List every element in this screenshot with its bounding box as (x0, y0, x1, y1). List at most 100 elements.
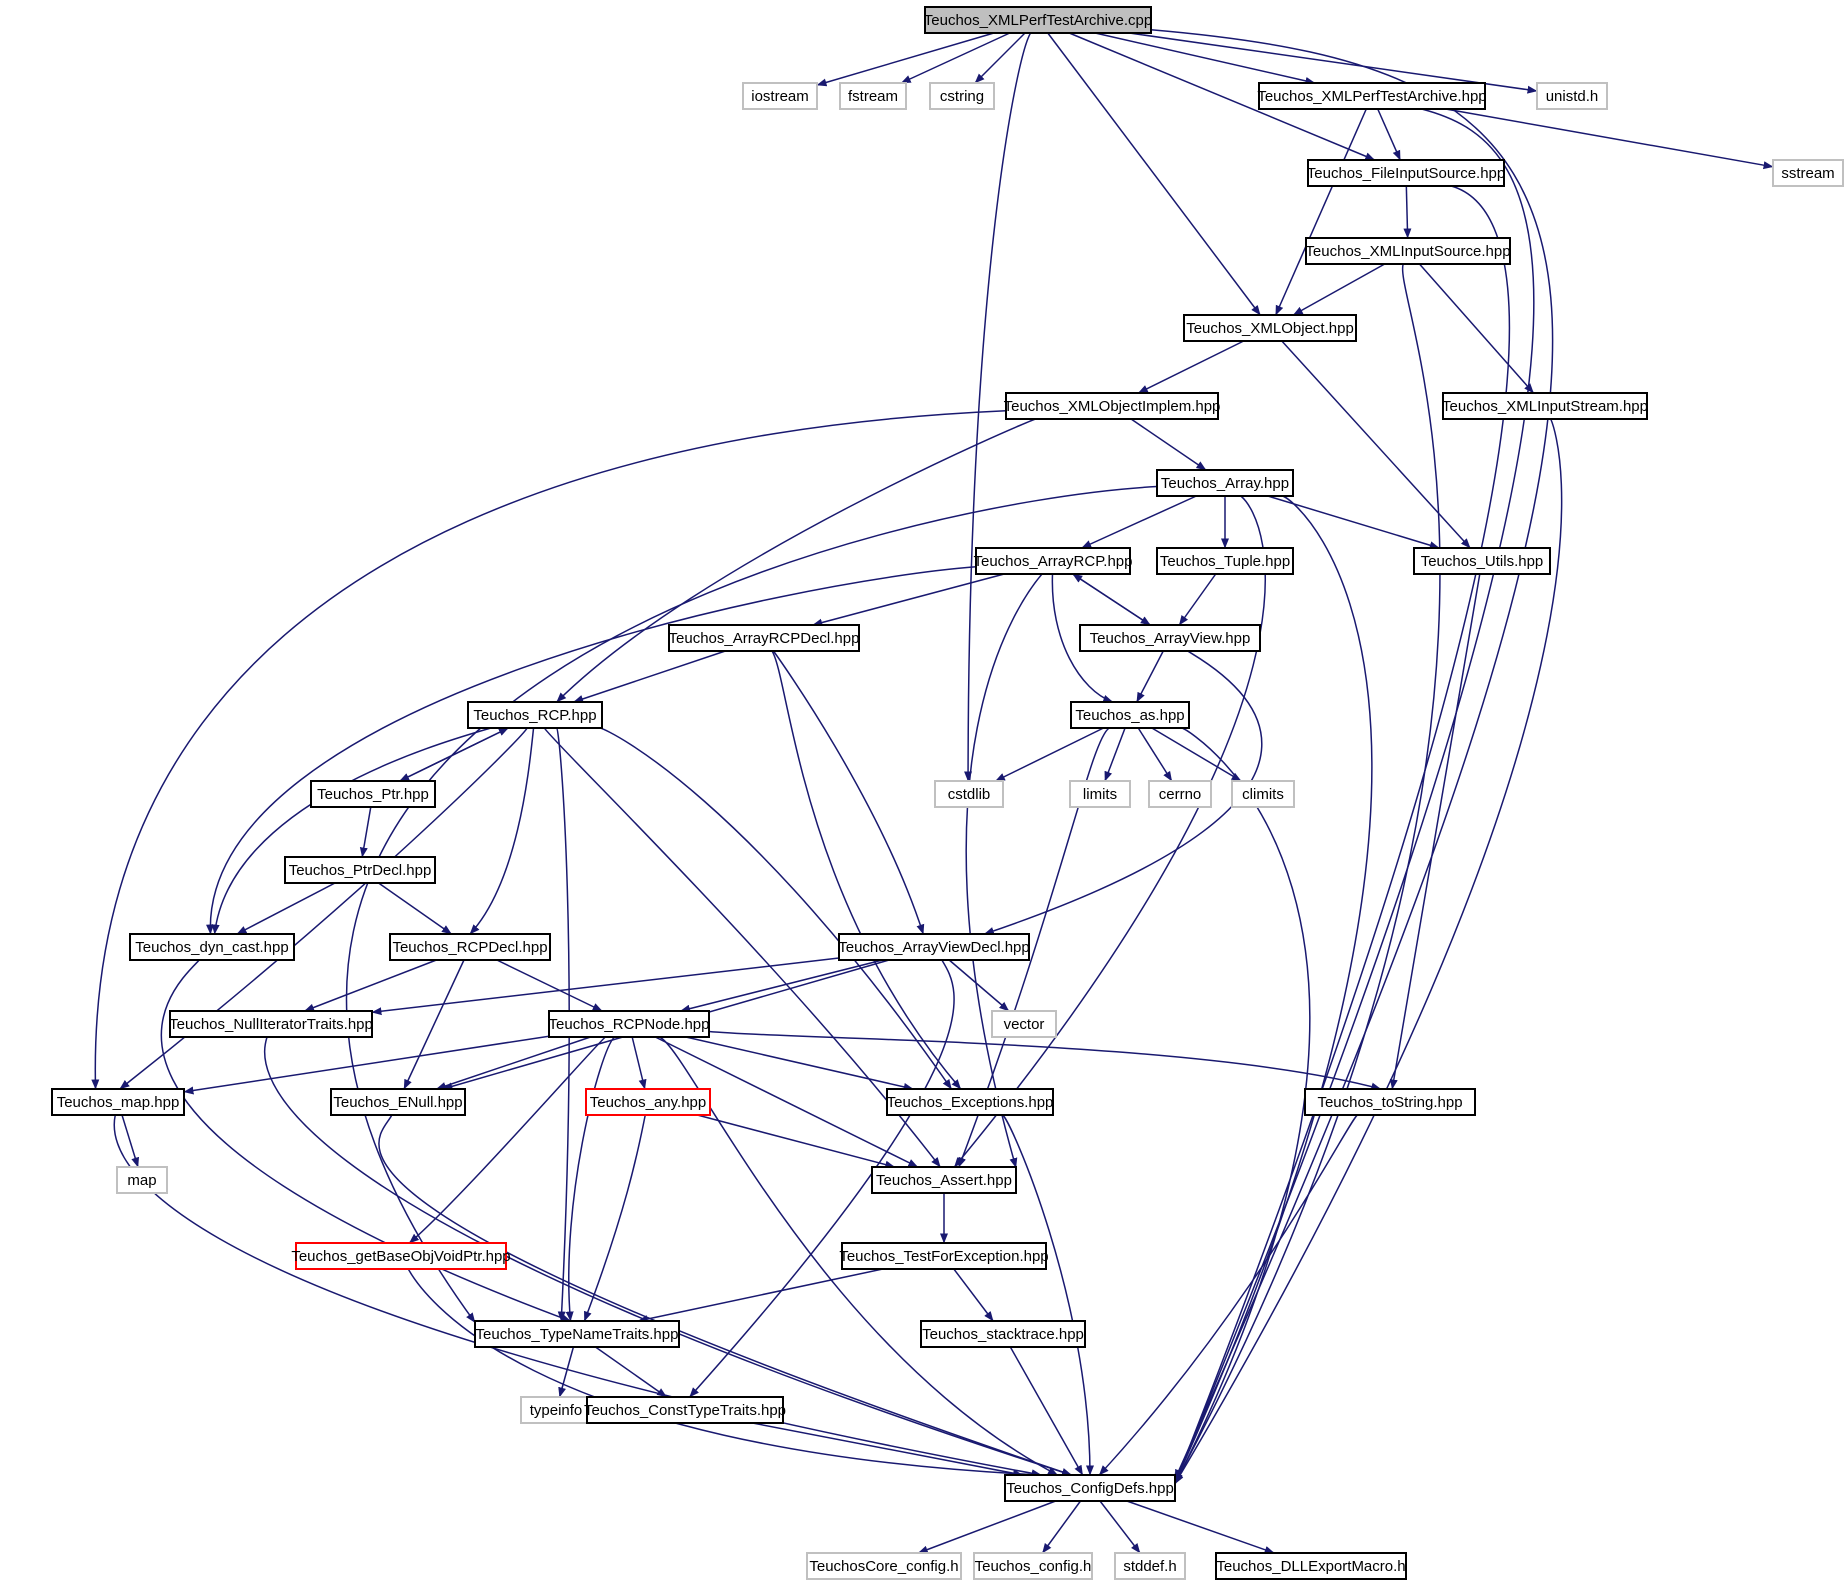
edge-xmlobjimpl-to-map (91, 410, 1007, 1090)
node-rcpdecl[interactable]: Teuchos_RCPDecl.hpp (389, 933, 551, 961)
node-xmlobjimpl[interactable]: Teuchos_XMLObjectImplem.hpp (1004, 392, 1221, 420)
node-box (975, 547, 1131, 575)
node-any[interactable]: Teuchos_any.hpp (585, 1088, 711, 1116)
node-label: Teuchos_Utils.hpp (1421, 553, 1544, 570)
edge-configdefs-to-config (1041, 1500, 1082, 1554)
node-xmlinputstream[interactable]: Teuchos_XMLInputStream.hpp (1442, 392, 1648, 420)
node-cstring: cstring (929, 82, 995, 110)
node-box (934, 780, 1004, 808)
edge-arrayrcpdecl-to-exceptions (771, 650, 962, 1090)
node-sstream: sstream (1772, 159, 1844, 187)
node-nulliter[interactable]: Teuchos_NullIteratorTraits.hpp (169, 1010, 373, 1038)
node-typename[interactable]: Teuchos_TypeNameTraits.hpp (474, 1320, 680, 1348)
node-label: Teuchos_ArrayRCP.hpp (974, 553, 1133, 570)
node-cerrno: cerrno (1148, 780, 1212, 808)
edge-arrayviewdecl-to-vector (948, 959, 1010, 1012)
edge-configdefs-to-dllexport (1126, 1500, 1275, 1554)
node-ptrdecl[interactable]: Teuchos_PtrDecl.hpp (284, 856, 436, 884)
node-exceptions[interactable]: Teuchos_Exceptions.hpp (886, 1088, 1054, 1116)
node-label: Teuchos_Array.hpp (1161, 475, 1289, 492)
edge-arrayviewdecl-to-rcpnode (680, 959, 883, 1013)
edge-as-to-limits (1104, 727, 1126, 782)
edge-arrayrcp-to-as (1051, 573, 1114, 703)
node-map[interactable]: Teuchos_map.hpp (51, 1088, 185, 1116)
node-enull[interactable]: Teuchos_ENull.hpp (330, 1088, 466, 1116)
node-utils[interactable]: Teuchos_Utils.hpp (1413, 547, 1551, 575)
edge-tuple-to-arrayview (1178, 573, 1217, 626)
edge-consttype-to-configdefs (752, 1422, 1023, 1478)
node-label: Teuchos_stacktrace.hpp (922, 1326, 1084, 1343)
node-label: Teuchos_TypeNameTraits.hpp (476, 1326, 679, 1343)
edge-arrayrcp-to-assert (965, 573, 1043, 1169)
node-dllexport[interactable]: Teuchos_DLLExportMacro.h (1215, 1552, 1407, 1580)
node-stacktrace[interactable]: Teuchos_stacktrace.hpp (920, 1320, 1086, 1348)
node-box (1005, 392, 1219, 420)
node-rcpnode[interactable]: Teuchos_RCPNode.hpp (548, 1010, 710, 1038)
node-box (1536, 82, 1608, 110)
node-stdmap: map (116, 1166, 168, 1194)
edge-any-to-typename (583, 1114, 646, 1322)
node-box (284, 856, 436, 884)
node-ptr[interactable]: Teuchos_Ptr.hpp (310, 780, 436, 808)
edge-fileinput-to-xmlinputsource (1403, 185, 1412, 239)
edge-as-to-climits (1151, 727, 1242, 782)
edge-rcpnode-to-exceptions (685, 1036, 914, 1091)
edge-rcpnode-to-enull (436, 1036, 591, 1090)
node-array[interactable]: Teuchos_Array.hpp (1156, 469, 1294, 497)
edge-any-to-assert (697, 1114, 896, 1169)
node-label: cerrno (1159, 786, 1202, 803)
node-label: stddef.h (1123, 1558, 1176, 1575)
node-configdefs[interactable]: Teuchos_ConfigDefs.hpp (1004, 1474, 1176, 1502)
edge-arrayrcpdecl-to-rcp (573, 650, 726, 703)
node-label: Teuchos_DLLExportMacro.h (1216, 1558, 1405, 1575)
node-rcp[interactable]: Teuchos_RCP.hpp (467, 701, 603, 729)
edge-cpp-to-xmlobject (1047, 32, 1261, 316)
node-stddef: stddef.h (1114, 1552, 1186, 1580)
edge-configdefs-to-stddef (1099, 1500, 1141, 1554)
node-box (668, 624, 860, 652)
node-arrayrcp[interactable]: Teuchos_ArrayRCP.hpp (974, 547, 1133, 575)
node-box (1231, 780, 1295, 808)
node-xmlinputsource[interactable]: Teuchos_XMLInputSource.hpp (1305, 237, 1511, 265)
edge-rcpdecl-to-nulliter (304, 959, 437, 1012)
node-box (389, 933, 551, 961)
edge-rcp-to-typename (555, 727, 570, 1322)
node-xmlobject[interactable]: Teuchos_XMLObject.hpp (1183, 314, 1357, 342)
node-box (920, 1320, 1086, 1348)
node-tostring[interactable]: Teuchos_toString.hpp (1304, 1088, 1476, 1116)
edge-rcpnode-to-any (631, 1036, 647, 1090)
node-perfhpp[interactable]: Teuchos_XMLPerfTestArchive.hpp (1257, 82, 1487, 110)
edge-array-to-assert (953, 495, 1266, 1168)
edge-rcpdecl-to-enull (403, 959, 465, 1090)
edge-typename-to-typeinfo (558, 1346, 575, 1398)
node-box (838, 933, 1030, 961)
node-box (116, 1166, 168, 1194)
edge-fileinput-to-configdefs (1174, 185, 1511, 1485)
node-label: fstream (848, 88, 898, 105)
node-fileinput[interactable]: Teuchos_FileInputSource.hpp (1307, 159, 1505, 187)
edge-rcp-to-exceptions (599, 727, 953, 1090)
node-arrayview[interactable]: Teuchos_ArrayView.hpp (1079, 624, 1261, 652)
node-assert[interactable]: Teuchos_Assert.hpp (871, 1166, 1017, 1194)
edge-cpp-to-iostream (816, 32, 995, 87)
node-tuple[interactable]: Teuchos_Tuple.hpp (1156, 547, 1294, 575)
node-getbase[interactable]: Teuchos_getBaseObjVoidPtr.hpp (291, 1242, 511, 1270)
node-box (1156, 547, 1294, 575)
node-arrayviewdecl[interactable]: Teuchos_ArrayViewDecl.hpp (838, 933, 1030, 961)
node-dyncast[interactable]: Teuchos_dyn_cast.hpp (129, 933, 295, 961)
node-box (51, 1088, 185, 1116)
node-consttype[interactable]: Teuchos_ConstTypeTraits.hpp (584, 1396, 786, 1424)
node-box (1442, 392, 1648, 420)
node-cpp[interactable]: Teuchos_XMLPerfTestArchive.cpp (924, 6, 1152, 34)
node-as[interactable]: Teuchos_as.hpp (1070, 701, 1190, 729)
node-testforexc[interactable]: Teuchos_TestForException.hpp (839, 1242, 1049, 1270)
edge-getbase-to-configdefs (407, 1268, 1042, 1479)
node-label: Teuchos_XMLObject.hpp (1186, 320, 1354, 337)
node-arrayrcpdecl[interactable]: Teuchos_ArrayRCPDecl.hpp (668, 624, 860, 652)
edge-xmlinputsource-to-xmlinputstream (1418, 263, 1535, 394)
edge-arrayview-to-arrayviewdecl (983, 650, 1263, 935)
edge-arrayview-to-arrayrcp (1072, 573, 1151, 626)
edge-as-to-assert (958, 727, 1110, 1168)
node-vector: vector (991, 1010, 1057, 1038)
